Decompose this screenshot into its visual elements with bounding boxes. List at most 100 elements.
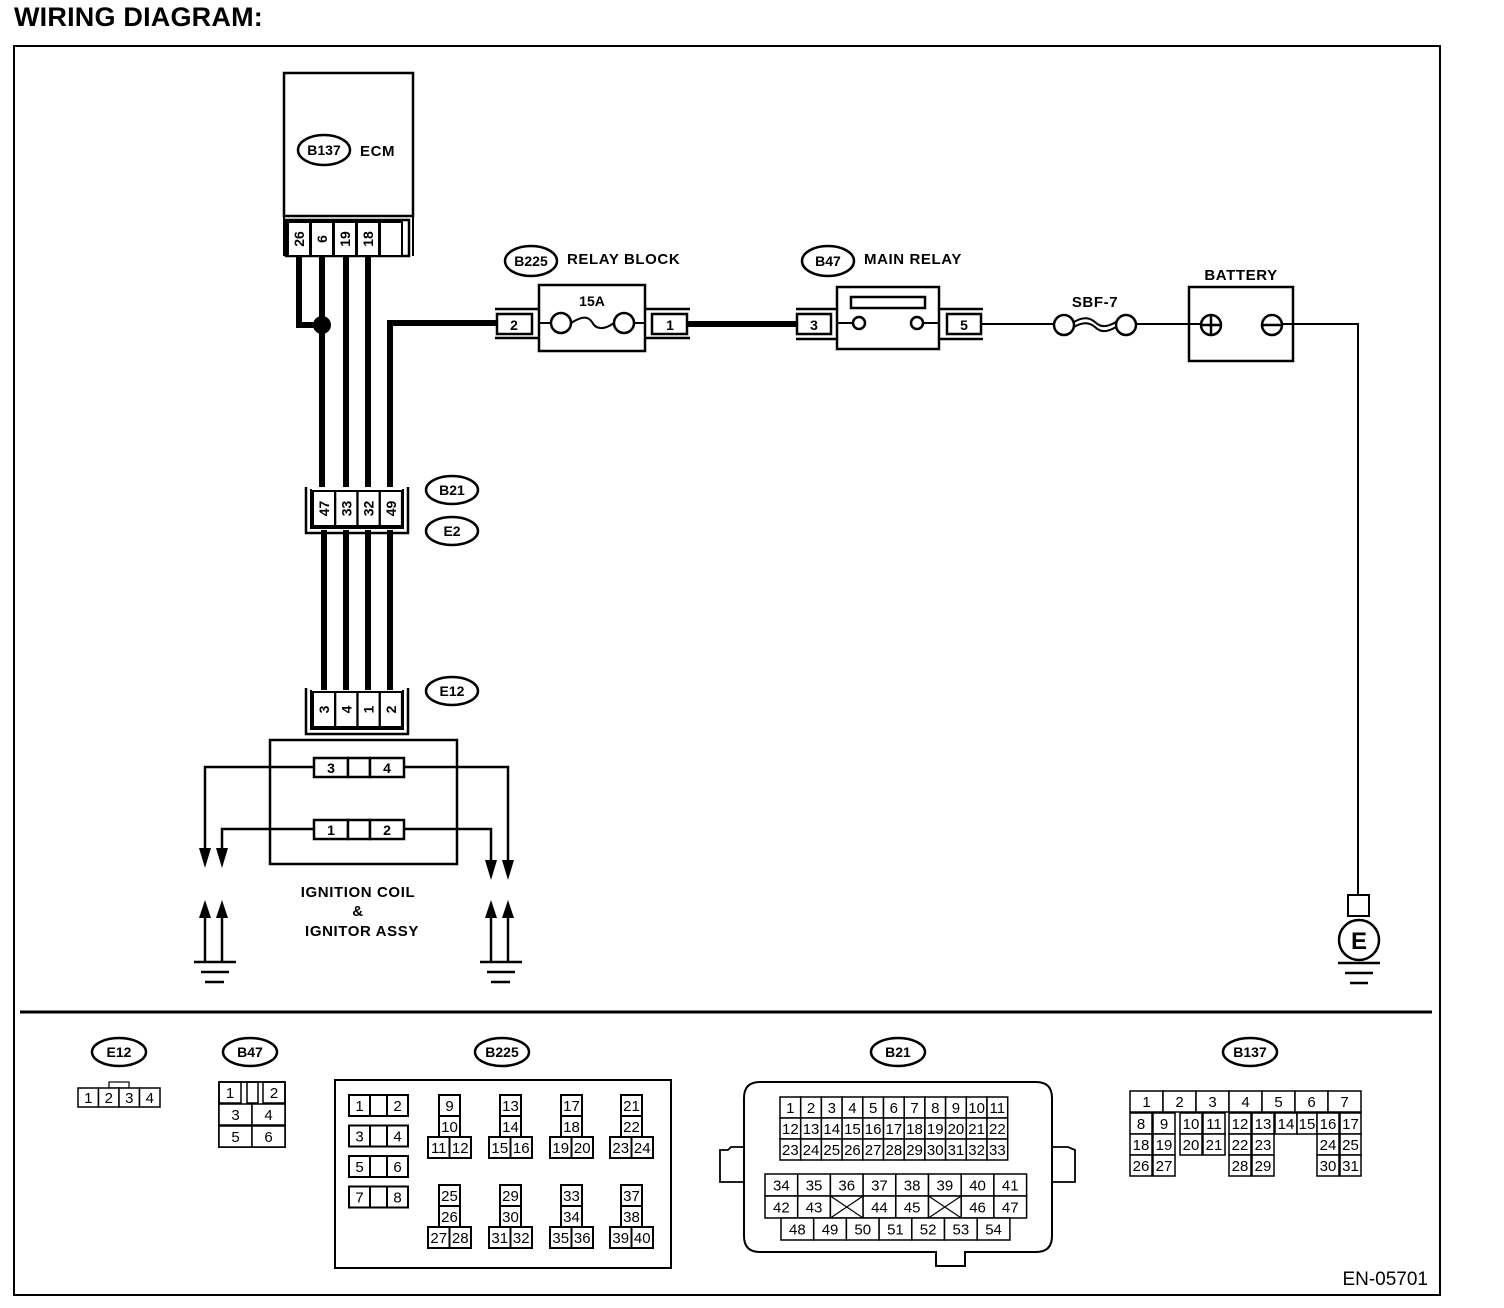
b21-view-pin-number: 35 [806,1178,823,1195]
ecm-connector-oval [296,133,352,167]
b21-view-pin-number: 21 [968,1121,985,1138]
b21-view-pin-number: 41 [1002,1178,1019,1195]
b21-view-pin-number: 48 [789,1222,806,1239]
b21-view-pin-number: 37 [871,1178,888,1195]
battery-label: BATTERY [1204,267,1277,284]
b225-view-pin [630,1136,654,1159]
b225-view-pin-number: 35 [552,1230,569,1247]
joint-e12-pin-number: 2 [383,705,399,713]
splice-junction [313,316,331,334]
b21-view-pin-number: 22 [989,1121,1006,1138]
b225-view-pin-number: 16 [513,1140,530,1157]
b137-view-pin-number: 29 [1255,1158,1272,1175]
b21-view-pin-number: 23 [782,1142,799,1159]
fuse-rating: 15A [579,293,605,309]
b21-view-pin-number: 39 [937,1178,954,1195]
joint-e12-pin-number: 4 [338,705,354,713]
b137-view-pin-number: 28 [1232,1158,1249,1175]
b137-view-pin-number: 18 [1133,1137,1150,1154]
b225-view-pin-number: 14 [502,1119,519,1136]
b225-view-pin-number: 15 [491,1140,508,1157]
b225-view-pin-number: 2 [393,1098,401,1115]
main-relay-pin-out: 5 [960,317,968,333]
b21-view-pin-number: 43 [806,1200,823,1217]
b137-view-pin-number: 27 [1156,1158,1173,1175]
b225-view-pin-number: 4 [393,1129,401,1146]
b21-view-pin-number: 6 [890,1100,898,1117]
b21-view-pin-number: 12 [782,1121,799,1138]
ecm-wires [296,256,497,487]
b137-view-pin-number: 8 [1137,1116,1145,1133]
b225-view-pin-number: 38 [623,1209,640,1226]
b21-view-pin-number: 38 [904,1178,921,1195]
b137-view-pin-number: 30 [1320,1158,1337,1175]
b225-view-pin [386,1155,409,1178]
ignition-label-line2: & [352,903,363,920]
b21-view-pin-number: 24 [803,1142,820,1159]
b21-view-pin-number: 5 [869,1100,877,1117]
b21-view-pin-number: 7 [910,1100,918,1117]
b225-view-pin [509,1136,533,1159]
b21-view-pin-number: 4 [848,1100,856,1117]
b21-view-id-label: B21 [885,1044,911,1060]
b21-view-pin-number: 46 [969,1200,986,1217]
b21-view-pin-number: 33 [989,1142,1006,1159]
b225-view-pin-number: 30 [502,1209,519,1226]
b137-view-pin [1327,1090,1362,1113]
b47-view-pin-number: 5 [231,1129,239,1146]
b225-view-pin-number: 23 [612,1140,629,1157]
e12-view-pin [138,1087,161,1108]
b21-view-pin-number: 9 [952,1100,960,1117]
b225-view-pin-number: 22 [623,1119,640,1136]
b137-view-id-label: B137 [1233,1044,1267,1060]
b21-view-pin-number: 53 [953,1222,970,1239]
b225-view-pin-number: 7 [355,1190,363,1207]
b47-view-pin-number: 4 [264,1107,272,1124]
b137-view-pin-number: 22 [1232,1137,1249,1154]
b21-view-pin-number: 18 [906,1121,923,1138]
b225-view-pin-number: 37 [623,1188,640,1205]
figure-code: EN-05701 [1342,1269,1428,1290]
b137-view-pin-number: 16 [1320,1116,1337,1133]
ecm-pin-number: 18 [360,231,376,247]
b47-view-id-oval [221,1036,279,1068]
b225-view-pin-number: 6 [393,1159,401,1176]
b21-view-pin-number: 54 [985,1222,1002,1239]
b225-view-pin-number: 39 [612,1230,629,1247]
b225-view-pin-number: 1 [355,1098,363,1115]
b137-view-pin-number: 31 [1342,1158,1359,1175]
b225-view-pin-number: 29 [502,1188,519,1205]
relay-block-connector-id: B225 [514,253,548,269]
joint-e12-pin-number: 1 [361,705,377,713]
b47-view-pin-number: 6 [264,1129,272,1146]
ground-e: E [1337,894,1381,985]
fusible-link-label: SBF-7 [1072,294,1118,311]
b225-view-pin-number: 31 [491,1230,508,1247]
b21-view-pin-number: 32 [968,1142,985,1159]
b21-view-pin-number: 15 [844,1121,861,1138]
b137-view-pin-number: 13 [1255,1116,1272,1133]
b21-view-pin [976,1217,1011,1241]
joint-connector-id-b21: B21 [439,482,465,498]
b225-view-pin [386,1094,409,1117]
ecm-connector-id: B137 [307,142,341,158]
ignition-upper-pin-number: 4 [383,760,391,776]
b225-view-pin-number: 33 [563,1188,580,1205]
ignition-upper-pin-number: 3 [327,760,335,776]
b137-view-pin-number: 15 [1299,1116,1316,1133]
b225-view-gap [369,1124,388,1148]
ecm-pin-number: 6 [314,235,330,243]
b21-view-pin-number: 16 [865,1121,882,1138]
b21-view-pin-number: 40 [969,1178,986,1195]
b137-view-pin-number: 11 [1206,1116,1222,1133]
b21-view-id-oval [869,1036,927,1068]
ignition-upper-pin [346,756,372,779]
relay-block-label: RELAY BLOCK [567,251,680,268]
b225-view-pin-number: 8 [393,1190,401,1207]
